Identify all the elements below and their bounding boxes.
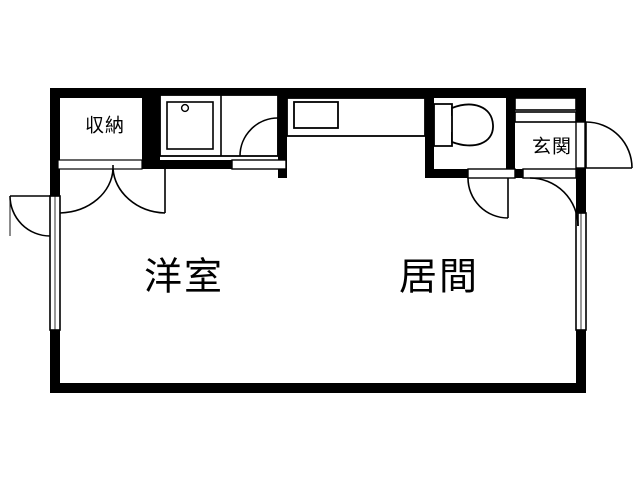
- bathtub: [166, 101, 214, 150]
- room-label-closet: 収納: [85, 115, 125, 137]
- balcony-door: [9, 195, 51, 237]
- shoe-cabinet: [514, 97, 577, 123]
- kitchen-sink: [293, 101, 339, 129]
- room-label-entrance: 玄関: [532, 136, 572, 158]
- bath-faucet-icon: [180, 103, 190, 113]
- toilet-door: [467, 168, 516, 219]
- bathroom-unit: [159, 94, 287, 170]
- entrance-inner-door: [522, 168, 579, 227]
- toilet: [433, 103, 494, 147]
- exterior-walls: [50, 88, 586, 393]
- room-label-western-room: 洋室: [144, 255, 224, 299]
- closet-doors: [57, 159, 166, 214]
- front-door: [575, 121, 633, 169]
- window-left-wall: [49, 195, 61, 331]
- window-right-wall: [575, 212, 587, 331]
- kitchen-counter: [286, 97, 426, 137]
- bath-door: [239, 117, 279, 157]
- room-label-living-room: 居間: [399, 255, 479, 299]
